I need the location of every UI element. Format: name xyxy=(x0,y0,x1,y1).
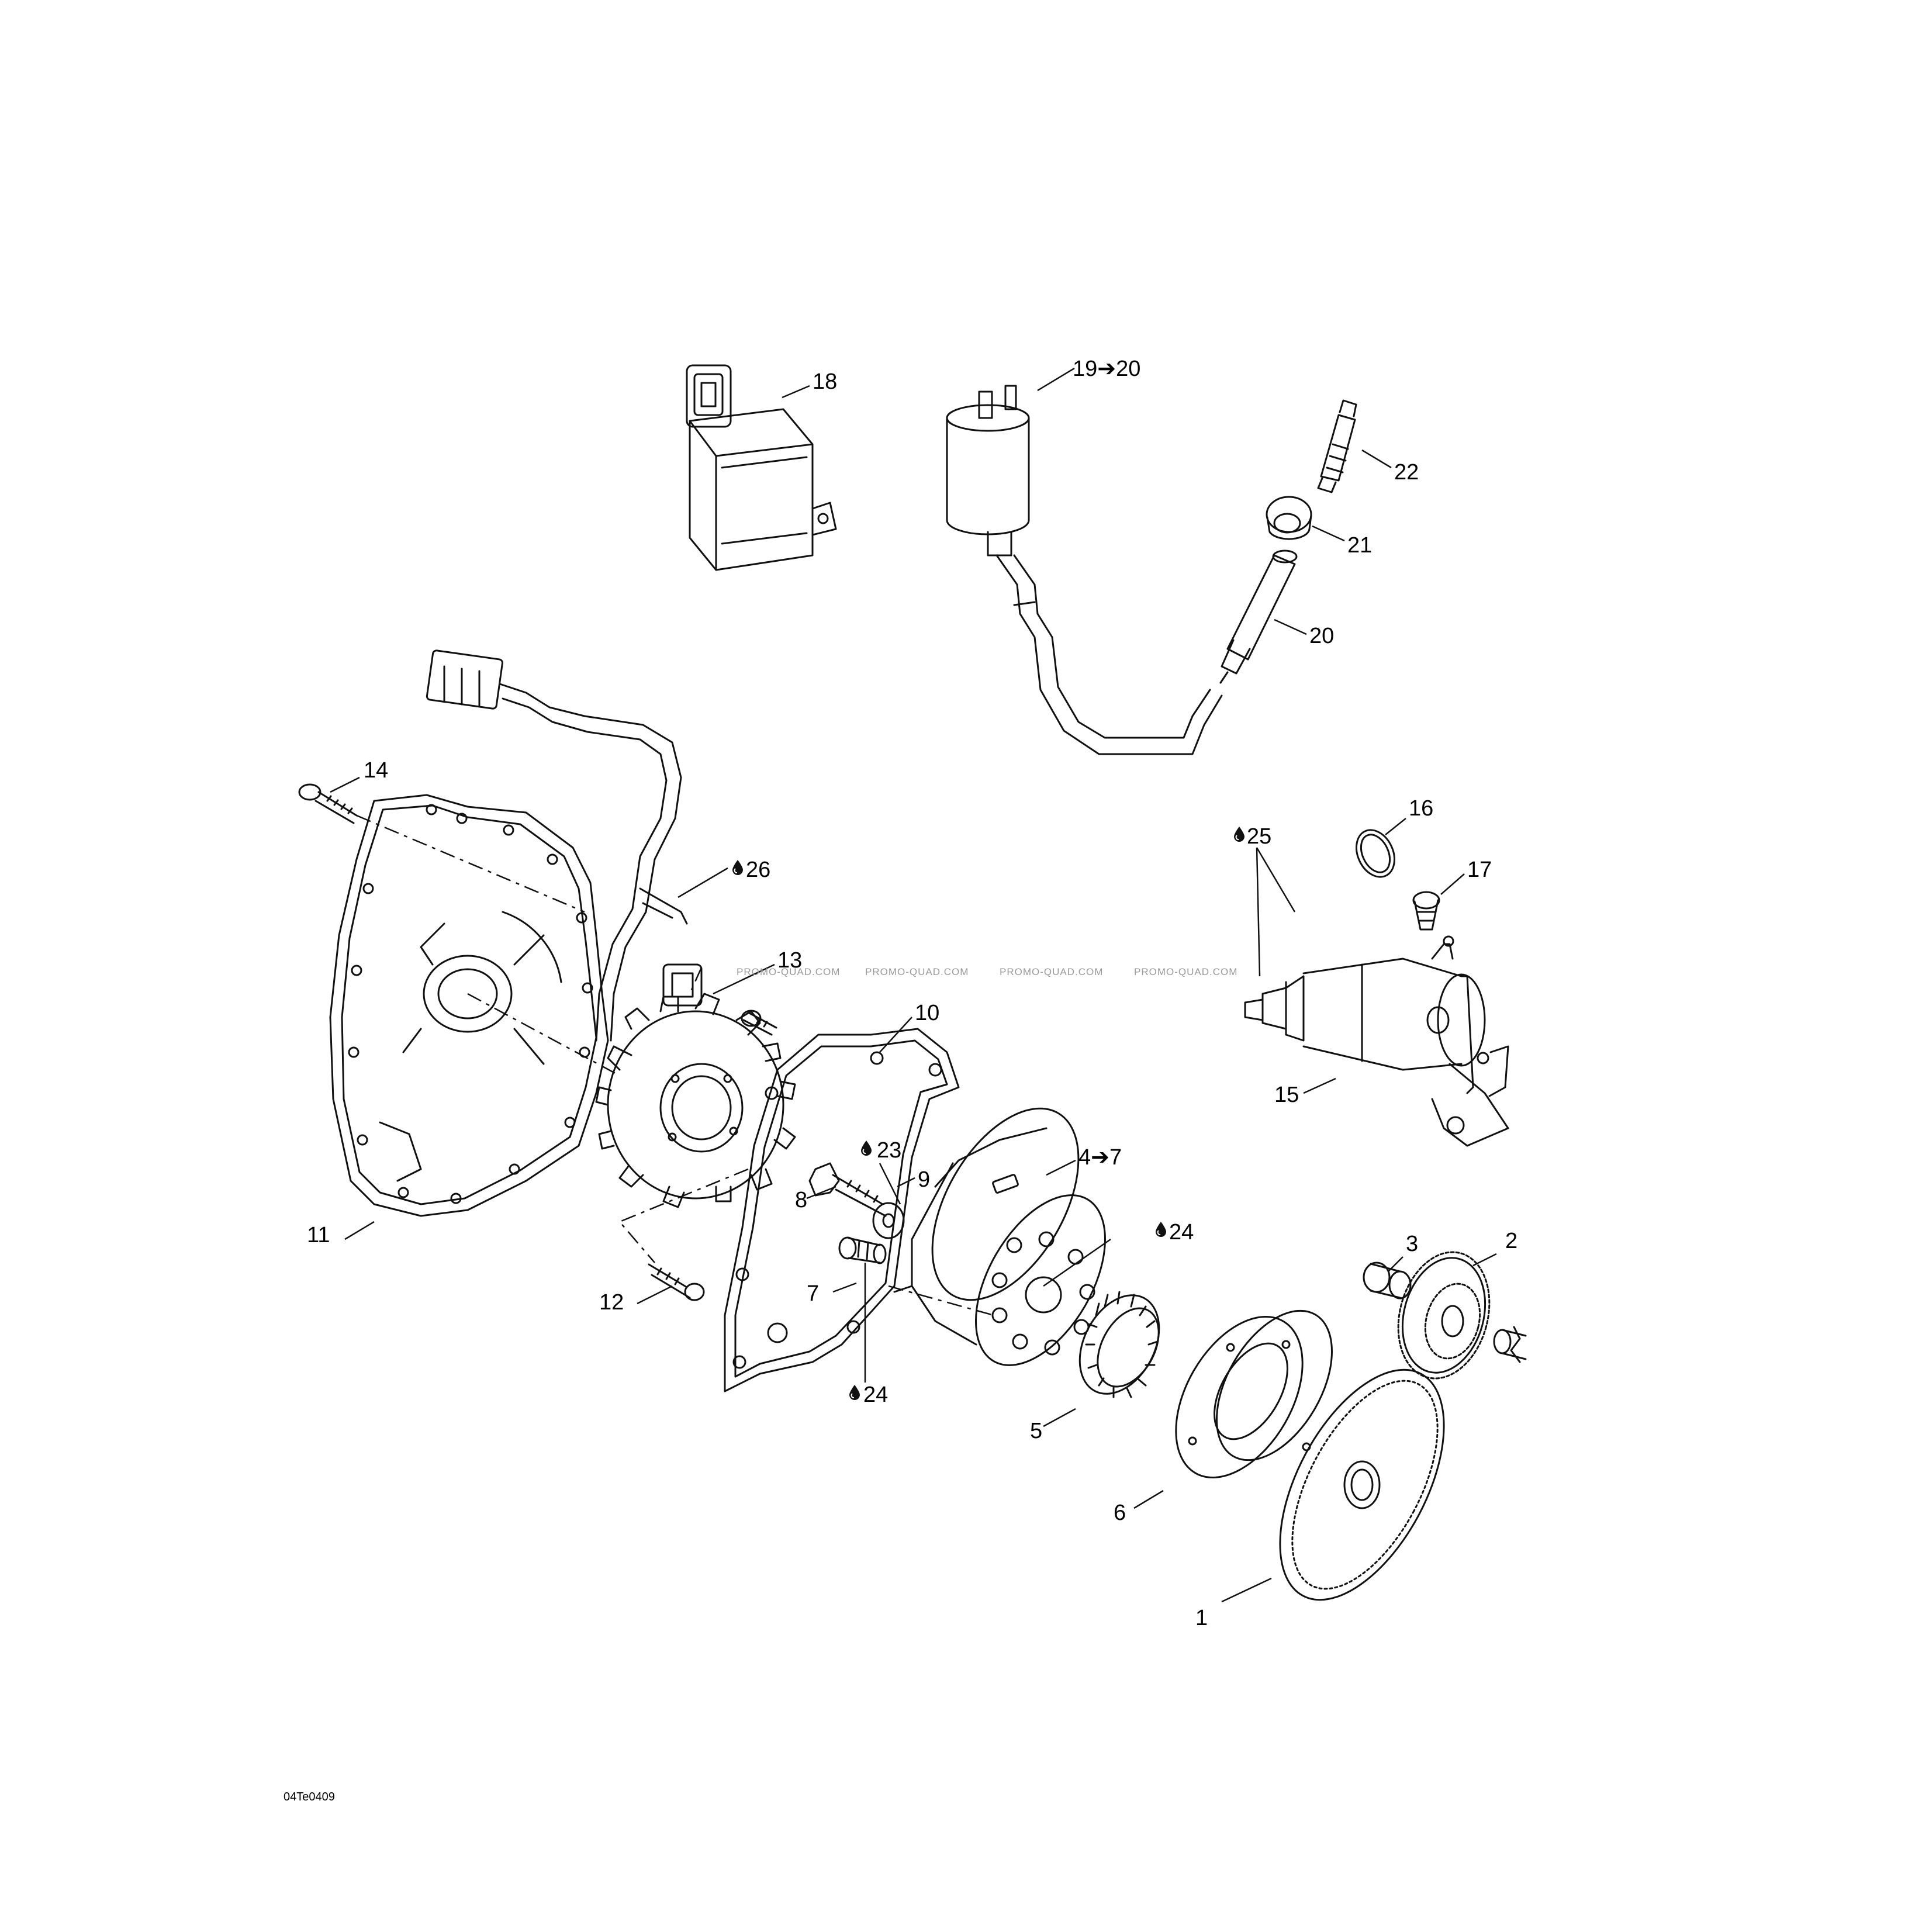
leader-lines xyxy=(330,367,1497,1603)
watermark-text-4: PROMO-QUAD.COM xyxy=(1134,966,1237,977)
callout-15: 15 xyxy=(1274,1083,1299,1107)
part-11-magneto-cover[interactable] xyxy=(329,794,609,1217)
callout-24-top: 24 xyxy=(1169,1220,1194,1245)
callout-24-bottom: 24 xyxy=(863,1383,888,1407)
part-10-gasket[interactable] xyxy=(724,1028,960,1392)
part-2-intermediate-gear[interactable] xyxy=(1385,1242,1503,1388)
part-22-spark-plug[interactable] xyxy=(1317,399,1357,493)
part-16-o-ring[interactable] xyxy=(1349,824,1402,883)
stator-wire-harness xyxy=(426,649,703,1042)
callout-labels: 1 2 3 4➔7 5 6 7 8 9 10 11 12 13 14 15 16… xyxy=(307,357,1517,1630)
callout-19-to-20: 19➔20 xyxy=(1073,357,1140,381)
callout-13: 13 xyxy=(777,948,802,973)
part-5-sprague-clutch[interactable] xyxy=(1064,1281,1175,1407)
callout-10: 10 xyxy=(915,1001,939,1025)
callout-25: 25 xyxy=(1247,824,1271,849)
watermark-text-1: PROMO-QUAD.COM xyxy=(737,966,840,977)
part-6-clutch-housing[interactable] xyxy=(1150,1291,1356,1499)
callout-5: 5 xyxy=(1030,1419,1042,1443)
part-4-rotor-assembly[interactable] xyxy=(893,1084,1132,1387)
watermark-text-3: PROMO-QUAD.COM xyxy=(1000,966,1103,977)
part-18-ecu-module[interactable] xyxy=(686,364,837,571)
callout-18: 18 xyxy=(813,369,837,394)
stator[interactable] xyxy=(595,993,796,1208)
watermark: PROMO-QUAD.COM PROMO-QUAD.COM PROMO-QUAD… xyxy=(737,966,1237,977)
drawing-code: 04Te0409 xyxy=(284,1791,335,1803)
callout-4-to-7: 4➔7 xyxy=(1078,1145,1122,1170)
part-8-bolt[interactable] xyxy=(808,1162,887,1217)
drop-icon xyxy=(732,859,744,876)
drop-icon xyxy=(860,1140,872,1156)
callout-3: 3 xyxy=(1406,1232,1418,1256)
callout-14: 14 xyxy=(364,758,388,783)
drop-icon xyxy=(1155,1221,1167,1238)
part-14-bolt[interactable] xyxy=(298,783,358,824)
watermark-text-2: PROMO-QUAD.COM xyxy=(865,966,969,977)
callout-20: 20 xyxy=(1309,624,1334,648)
part-15-starter-motor[interactable] xyxy=(1244,935,1509,1147)
part-19-ignition-coil[interactable] xyxy=(946,385,1223,755)
assembly-axes xyxy=(356,814,994,1316)
drop-icon xyxy=(1233,826,1245,842)
part-20-spark-plug-boot[interactable] xyxy=(1219,549,1298,684)
part-1-ring-gear[interactable] xyxy=(1246,1344,1478,1626)
callout-21: 21 xyxy=(1347,533,1372,558)
callout-6: 6 xyxy=(1114,1501,1126,1525)
callout-22: 22 xyxy=(1394,460,1419,485)
part-3-bushing[interactable] xyxy=(1363,1261,1412,1299)
part-21-spark-cap[interactable] xyxy=(1266,496,1312,540)
callout-11: 11 xyxy=(307,1223,330,1247)
callout-7: 7 xyxy=(807,1281,819,1306)
callout-23: 23 xyxy=(877,1138,901,1163)
part-17-screw[interactable] xyxy=(1412,891,1440,931)
shaft-stub xyxy=(1493,1326,1527,1363)
part-7-stud[interactable] xyxy=(838,1236,887,1264)
drop-icon xyxy=(849,1384,860,1401)
callout-2: 2 xyxy=(1505,1229,1517,1253)
callout-26: 26 xyxy=(746,858,770,882)
callout-12: 12 xyxy=(599,1290,624,1315)
callout-8: 8 xyxy=(795,1188,807,1212)
part-12-bolt[interactable] xyxy=(648,1263,705,1301)
callout-9: 9 xyxy=(918,1167,930,1192)
callout-17: 17 xyxy=(1467,858,1492,882)
part-9-washer[interactable] xyxy=(872,1202,905,1239)
callout-16: 16 xyxy=(1409,796,1433,821)
callout-1: 1 xyxy=(1195,1606,1208,1630)
